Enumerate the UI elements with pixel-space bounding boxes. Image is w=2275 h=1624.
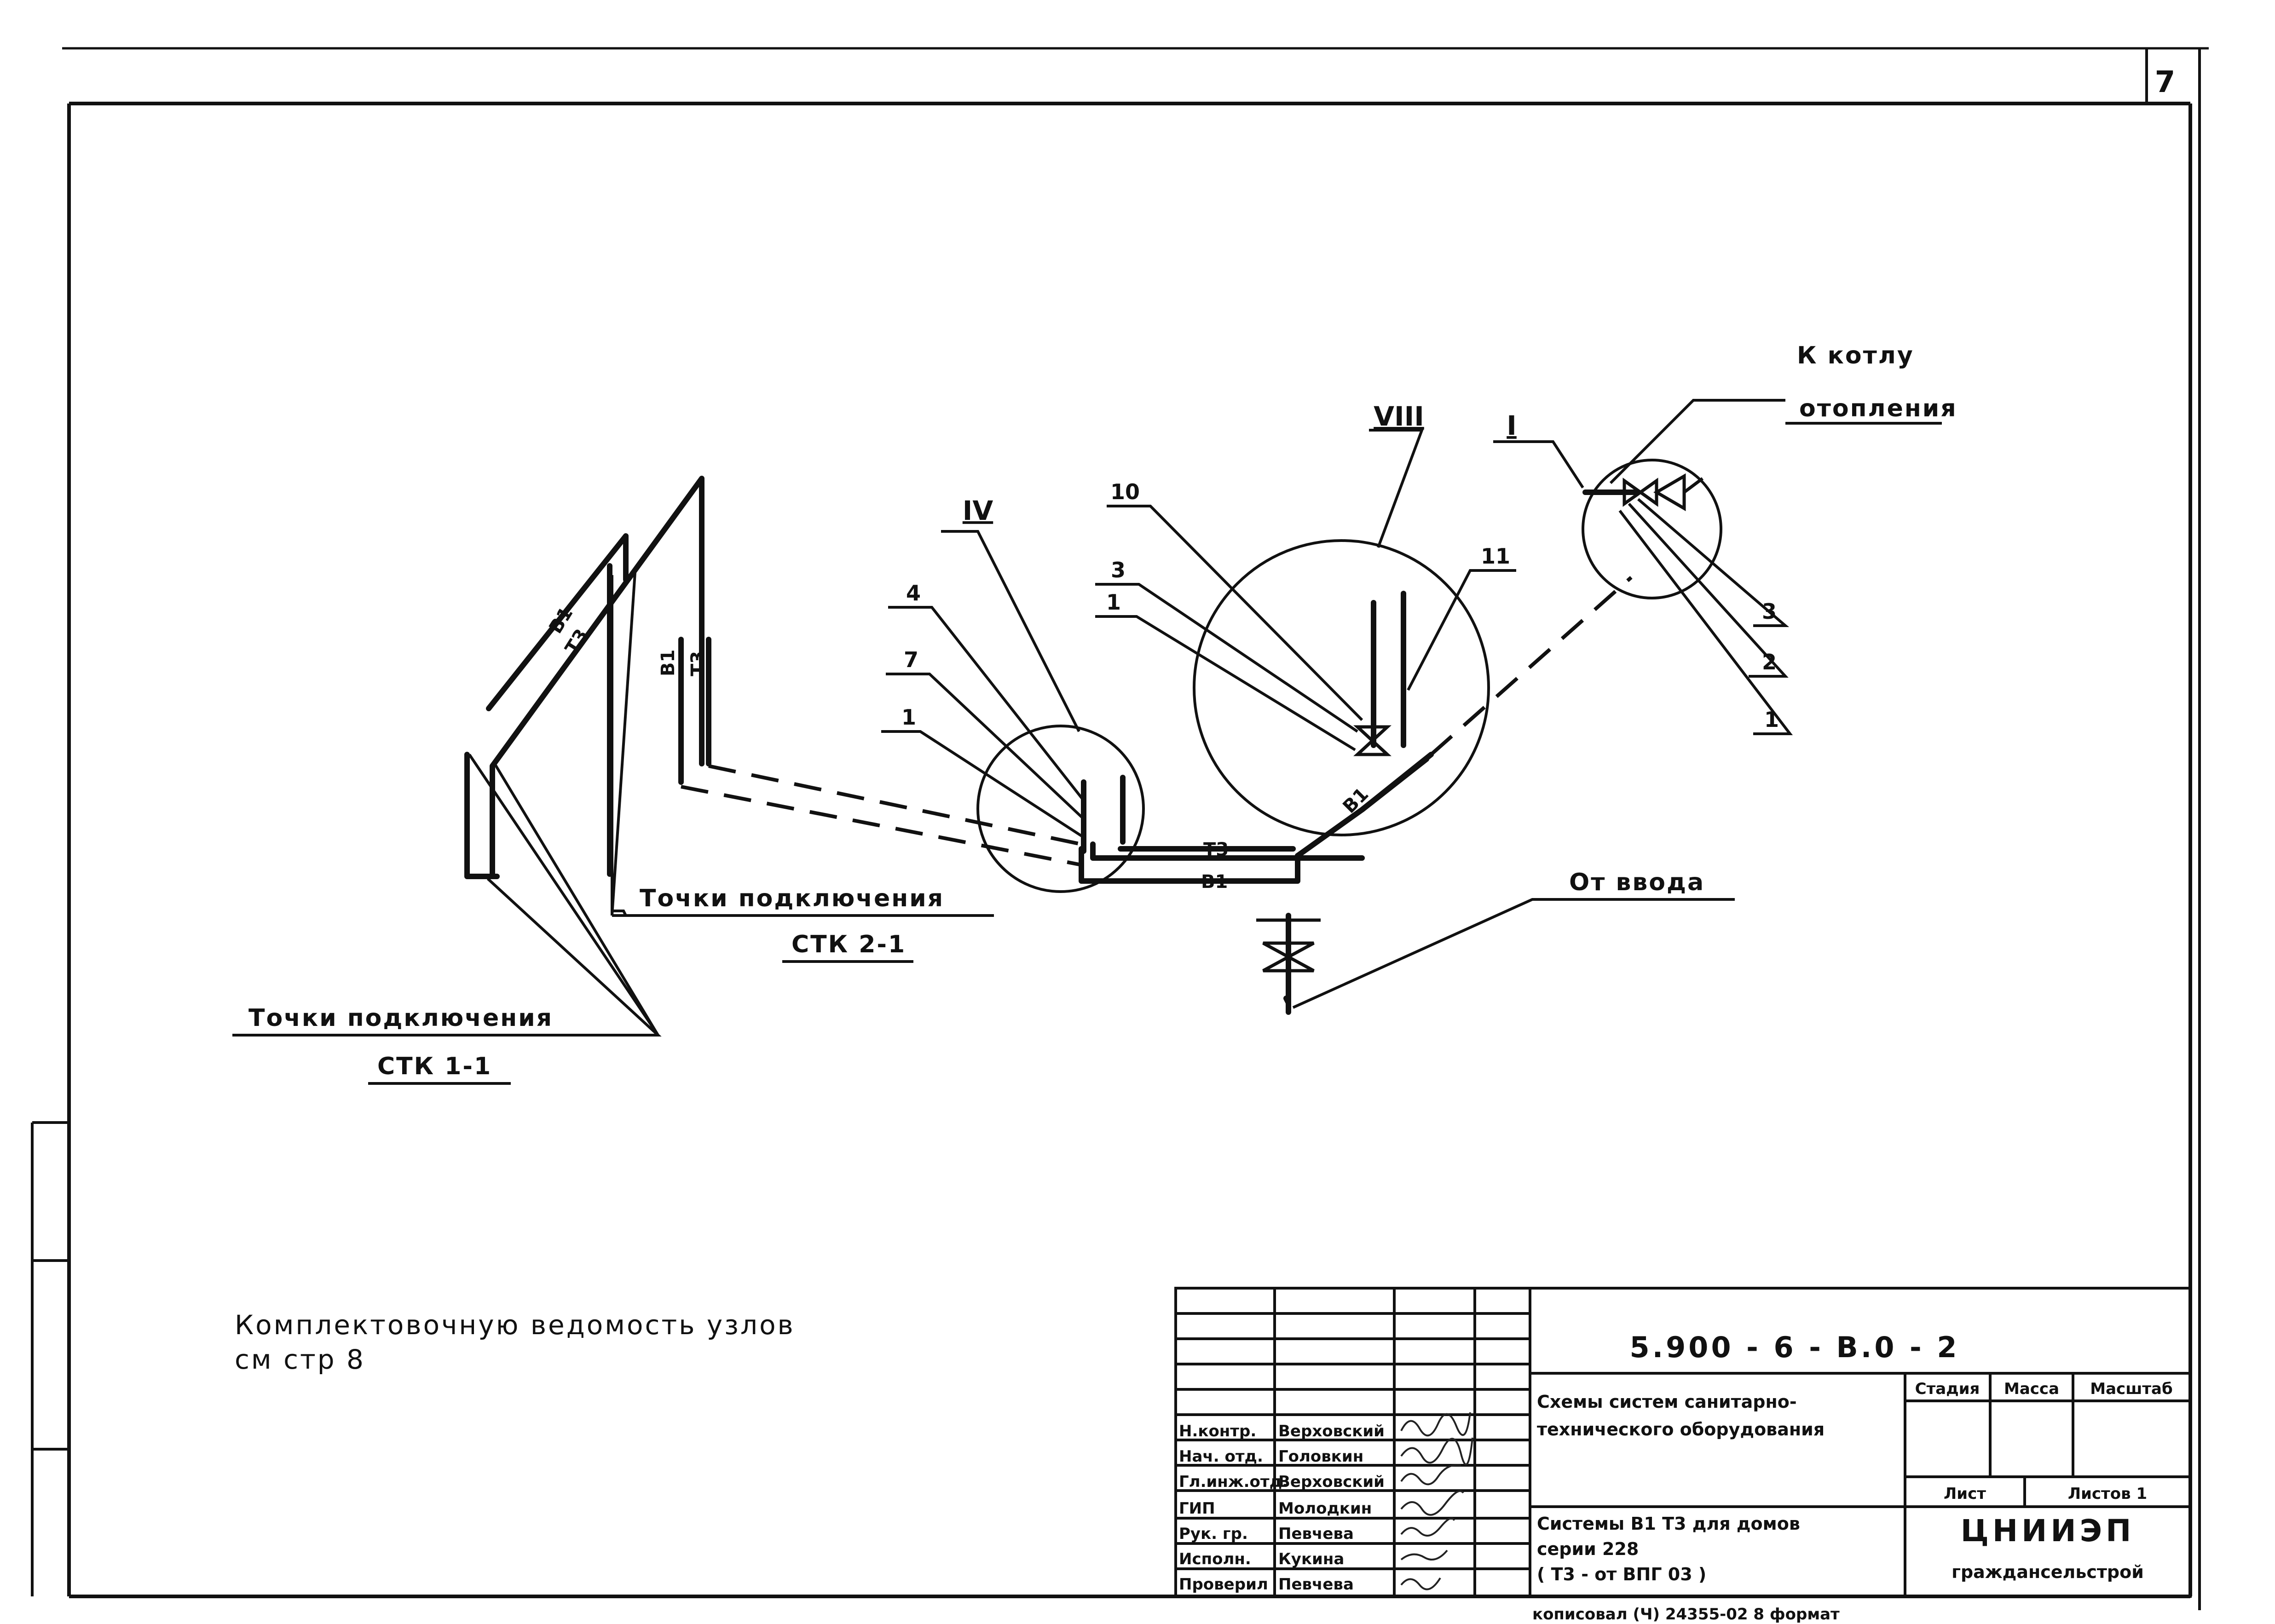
callout-1-right: 1 [1764,707,1779,732]
signature-scribbles [1400,1412,1473,1590]
scale-header: Масштаб [2090,1380,2172,1398]
note-line-1: Комплектовочную ведомость узлов [235,1309,795,1341]
pipe-network [464,476,1641,1015]
doc-subtitle-3: ( Т3 - от ВПГ 03 ) [1537,1564,1706,1584]
sheet-label: Лист [1944,1485,1986,1503]
staff-role: Нач. отд. [1179,1447,1263,1466]
node-label-iv: IV [963,495,993,526]
dashed-connections [681,576,1633,867]
title-block [1174,1287,2192,1598]
sheets-label: Листов 1 [2068,1485,2147,1503]
node-label-i: I [1507,410,1517,441]
org-name-2: граждансельстрой [1952,1562,2144,1582]
pipe-label-b1-riser2: В1 [658,650,679,676]
callout-2-right: 2 [1762,650,1777,674]
pipe-label-t3-horizontal: Т3 [1203,839,1229,860]
label-to-boiler-1: К котлу [1797,342,1914,369]
callout-10: 10 [1110,479,1140,504]
detail-circles [976,459,1722,893]
page-number: 7 [2155,65,2176,99]
label-connection-points-2: Точки подключения [640,885,944,912]
staff-role: Н.контр. [1179,1422,1256,1440]
footer-text: кописовал (Ч) 24355-02 8 формат [1532,1605,1840,1624]
staff-role: Гл.инж.отд. [1179,1473,1288,1491]
callout-3-right: 3 [1762,599,1777,624]
staff-role: Исполн. [1179,1550,1251,1568]
staff-role: Проверил [1179,1575,1268,1594]
stage-header: Стадия [1915,1380,1980,1398]
label-to-boiler-2: отопления [1799,395,1957,422]
callout-11: 11 [1481,544,1510,569]
doc-code: 5.900 - 6 - В.0 - 2 [1629,1330,1959,1364]
callout-4: 4 [906,581,921,605]
pipe-label-b1-incline: В1 [1339,783,1373,818]
staff-name: Головкин [1278,1447,1363,1466]
doc-title-1: Схемы систем санитарно- [1537,1392,1797,1412]
doc-subtitle-1: Системы В1 Т3 для домов [1537,1514,1800,1534]
node-label-viii: VIII [1374,401,1424,432]
staff-role: ГИП [1179,1499,1215,1518]
staff-list: Н.контр. Верховский Нач. отд. Головкин Г… [1179,1422,1385,1594]
staff-name: Певчева [1278,1525,1354,1543]
label-stk-2: СТК 2-1 [791,931,906,958]
note-line-2: см стр 8 [235,1344,365,1375]
callout-7: 7 [904,647,918,672]
staff-name: Певчева [1278,1575,1354,1594]
callout-3-mid: 3 [1111,558,1126,582]
pipe-label-t3-riser2: Т3 [687,651,709,676]
callout-1-left: 1 [901,705,916,730]
leader-lines [232,399,1942,1085]
staff-name: Кукина [1278,1550,1344,1568]
pipe-label-b1-horizontal: В1 [1201,871,1228,893]
doc-title-2: технического оборудования [1537,1419,1825,1440]
staff-name: Верховский [1278,1473,1385,1491]
doc-subtitle-2: серии 228 [1537,1539,1639,1559]
label-from-inlet: От ввода [1569,869,1705,896]
label-stk-1: СТК 1-1 [377,1053,492,1080]
org-name: ЦНИИЭП [1961,1513,2135,1549]
valve-icon [1256,473,1704,985]
mass-header: Масса [2004,1380,2059,1398]
staff-role: Рук. гр. [1179,1525,1248,1543]
callout-1-mid: 1 [1106,590,1121,615]
staff-name: Молодкин [1278,1499,1372,1518]
label-connection-points-1: Точки подключения [248,1004,553,1032]
staff-name: Верховский [1278,1422,1385,1440]
